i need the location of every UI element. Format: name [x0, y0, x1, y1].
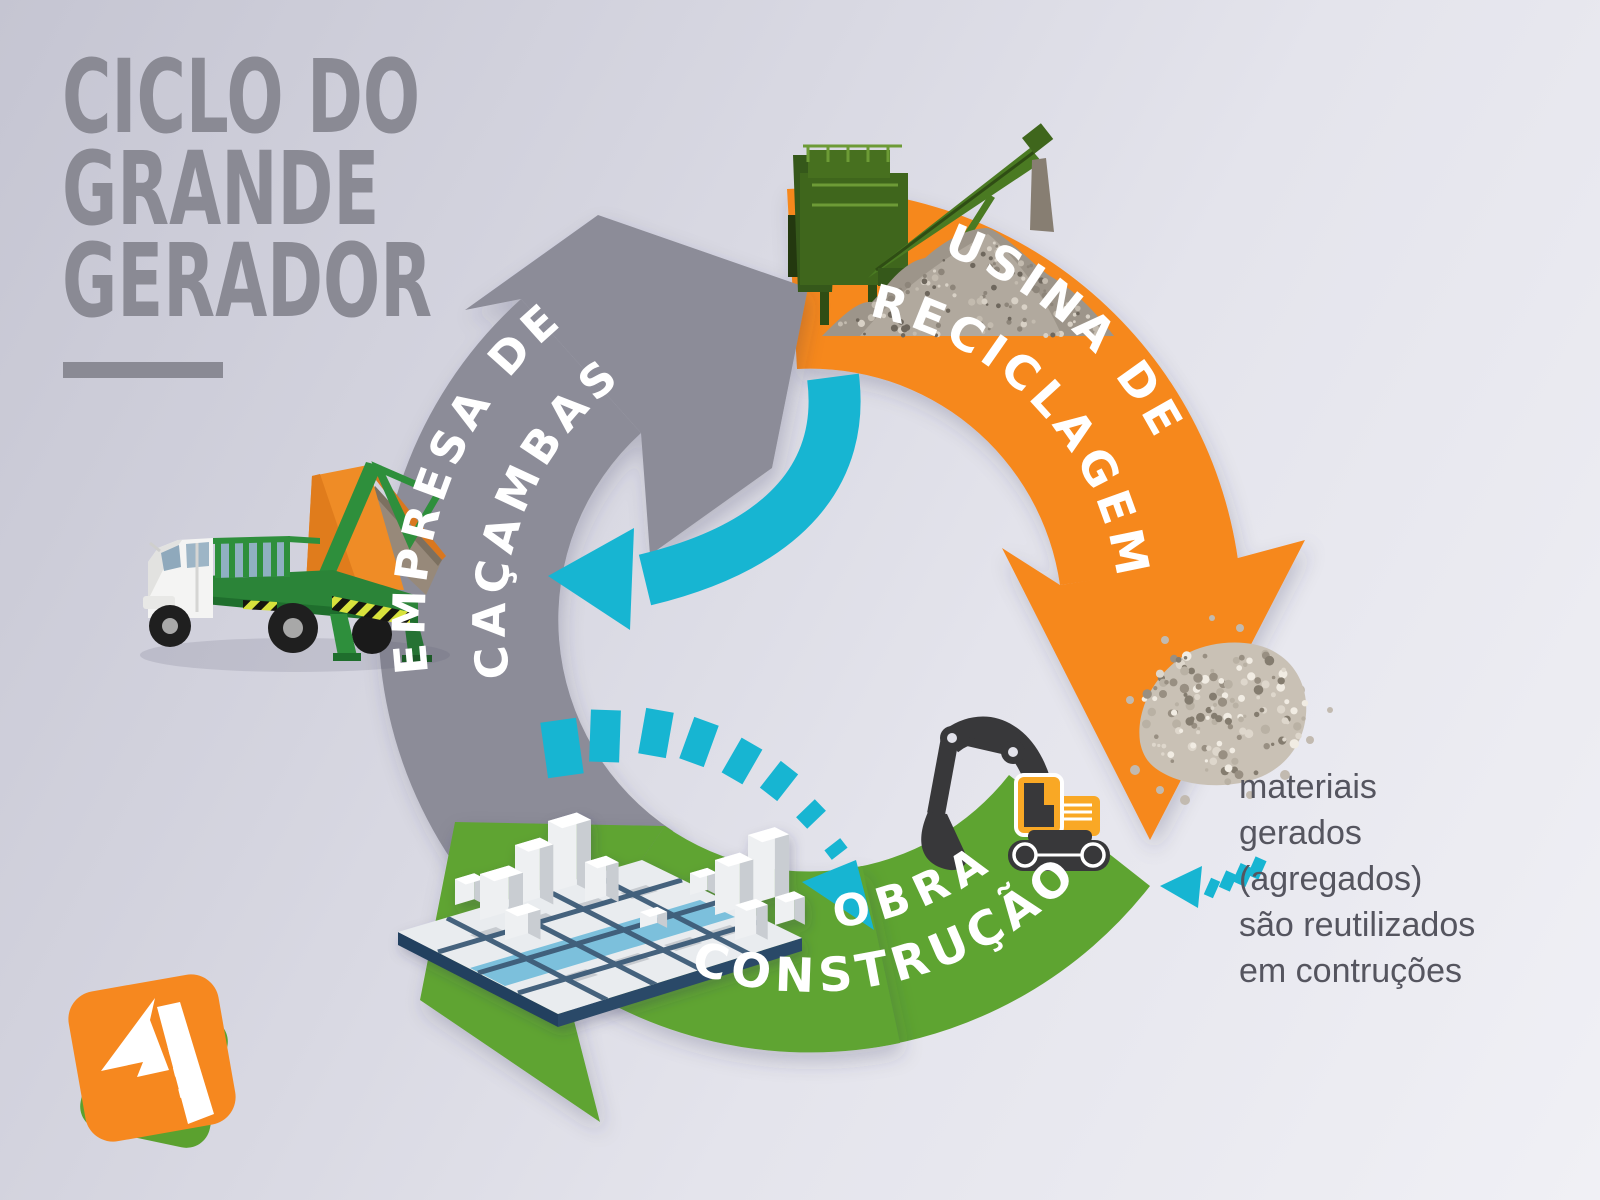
rubble-speckles: [837, 241, 1100, 338]
note-line: (agregados): [1239, 860, 1423, 898]
note-line: são reutilizados: [1239, 906, 1476, 944]
note-arrow: [1160, 856, 1267, 908]
dashed-flow-arc: [540, 707, 874, 930]
skip-loader-truck: [140, 461, 450, 672]
note-line: gerados: [1239, 814, 1362, 852]
city-streets: [437, 871, 763, 1003]
company-logo: [68, 974, 236, 1148]
recycling-plant-machine: [788, 123, 1114, 338]
gray-arrow-empresa: [378, 215, 808, 982]
title-underline: [63, 362, 223, 378]
title-line-3: GERADOR: [62, 222, 433, 341]
dashed-arc-arrowhead: [802, 860, 874, 930]
page-title: CICLO DO GRANDE GERADOR: [62, 38, 433, 341]
logo-road-stripe: [157, 1002, 214, 1124]
note-line: em contruções: [1239, 952, 1462, 990]
excavator-icon: [921, 716, 1110, 871]
note-line: materiais: [1239, 768, 1377, 806]
title-line-1: CICLO DO: [62, 38, 421, 157]
aggregate-speckles: [1141, 649, 1309, 786]
aggregate-pile: [1126, 615, 1333, 805]
city-buildings: [455, 812, 805, 940]
logo-arrow-mark: [101, 998, 169, 1077]
construction-city-3d-model: [398, 812, 805, 1027]
note-text: materiais gerados (agregados) são reutil…: [1239, 764, 1519, 994]
recycle-flow-arrow: [548, 373, 861, 630]
title-line-2: GRANDE: [62, 130, 380, 249]
